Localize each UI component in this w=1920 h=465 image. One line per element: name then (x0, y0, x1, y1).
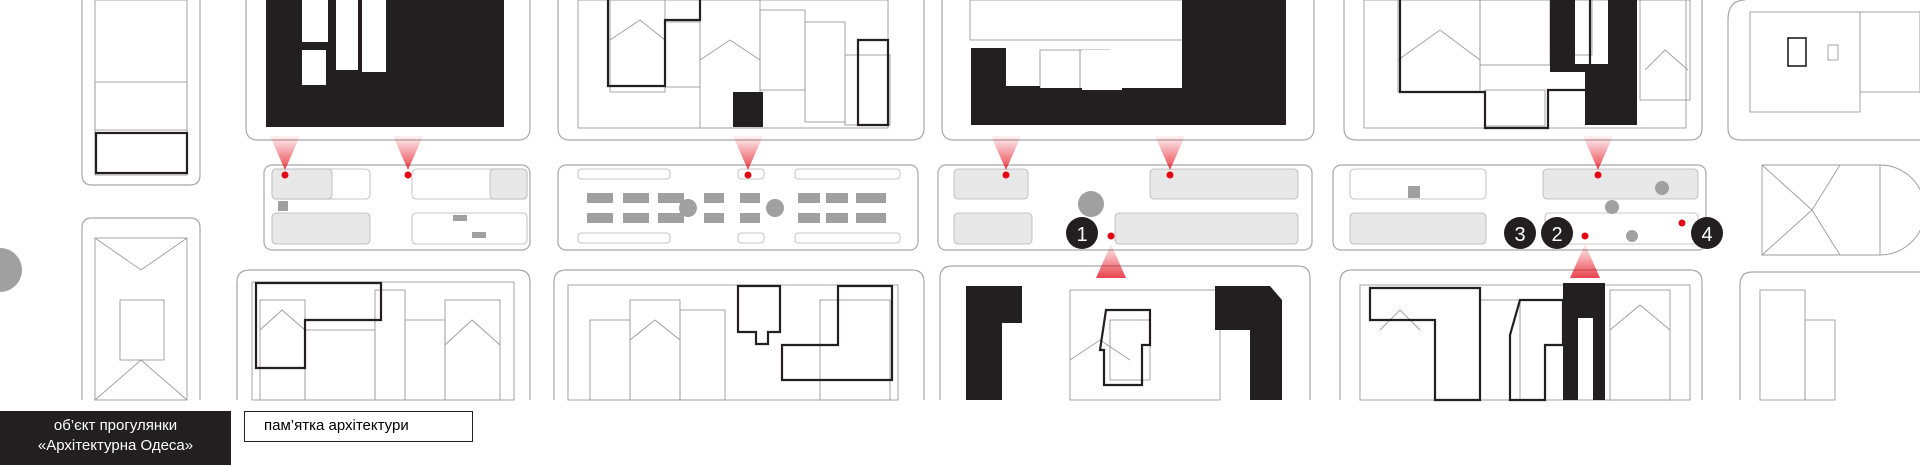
marker-1[interactable]: 1 (1066, 217, 1098, 249)
city-blocks (81, 0, 1920, 400)
legend-walk-object-line1: об’єкт прогулянки (53, 417, 178, 434)
boulevard-kiosks (0, 181, 1669, 292)
outline-buildings (94, 0, 1920, 401)
marker-label: 2 (1551, 224, 1562, 246)
marker-4[interactable]: 4 (1691, 217, 1723, 249)
marker-label: 4 (1701, 224, 1712, 246)
walk-object-buildings (266, 0, 1637, 400)
marker-label: 1 (1076, 224, 1087, 246)
marker-label: 3 (1514, 224, 1525, 246)
viewpoints (281, 171, 1686, 240)
numbered-markers: 1 2 3 4 (1066, 217, 1723, 249)
architecture-monuments (94, 0, 1592, 402)
marker-2[interactable]: 2 (1541, 217, 1573, 249)
legend-monument: пам’ятка архітектури (244, 411, 473, 442)
legend-monument-label: пам’ятка архітектури (264, 417, 409, 434)
legend-walk-object: об’єкт прогулянки «Архітектурна Одеса» (0, 411, 231, 465)
marker-3[interactable]: 3 (1504, 217, 1536, 249)
view-cones (270, 136, 1613, 278)
legend-walk-object-line2: «Архітектурна Одеса» (37, 437, 194, 454)
